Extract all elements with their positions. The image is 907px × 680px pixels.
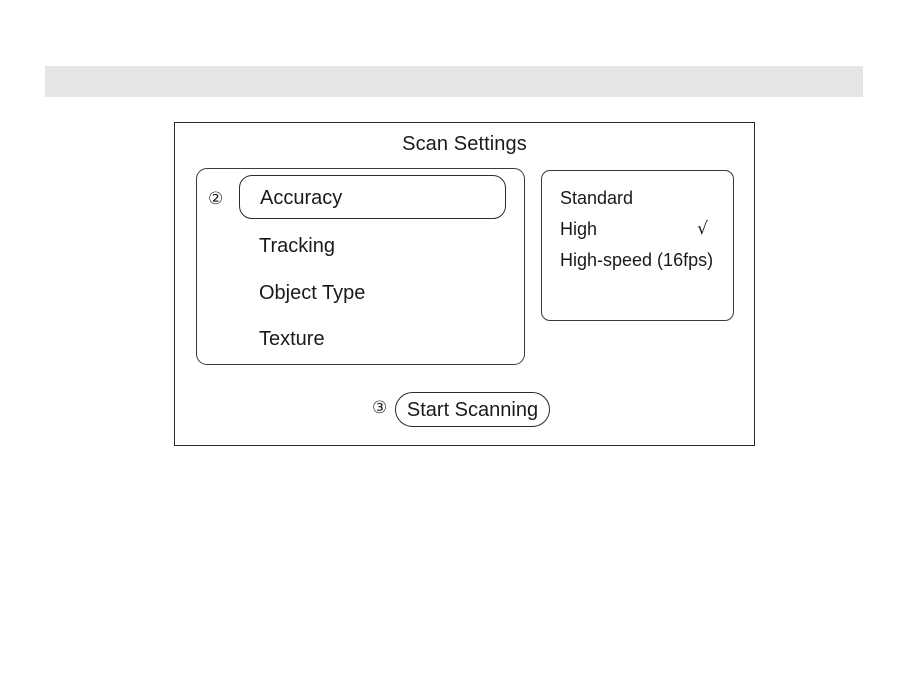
settings-item-texture[interactable]: Texture (259, 328, 325, 350)
option-standard[interactable]: Standard (560, 185, 720, 211)
settings-item-tracking[interactable]: Tracking (259, 235, 335, 257)
start-scanning-button[interactable]: Start Scanning (395, 392, 550, 427)
top-gray-bar (45, 66, 863, 97)
option-high-label: High (560, 219, 598, 239)
start-scanning-label: Start Scanning (406, 398, 539, 421)
accuracy-options-panel: Standard High √ High-speed (16fps) (541, 170, 734, 321)
settings-item-accuracy[interactable]: Accuracy (239, 175, 506, 219)
option-high-check-icon: √ (697, 219, 708, 239)
option-high-speed[interactable]: High-speed (16fps) (560, 247, 735, 273)
option-high[interactable]: High √ (560, 216, 720, 242)
settings-item-object-type[interactable]: Object Type (259, 282, 366, 304)
step-badge-3: ③ (372, 398, 388, 418)
step-badge-2: ② (208, 189, 224, 209)
settings-item-accuracy-label: Accuracy (260, 187, 343, 209)
option-high-speed-label: High-speed (16fps) (560, 250, 714, 270)
dialog-title: Scan Settings (402, 133, 527, 155)
option-standard-label: Standard (560, 188, 634, 208)
